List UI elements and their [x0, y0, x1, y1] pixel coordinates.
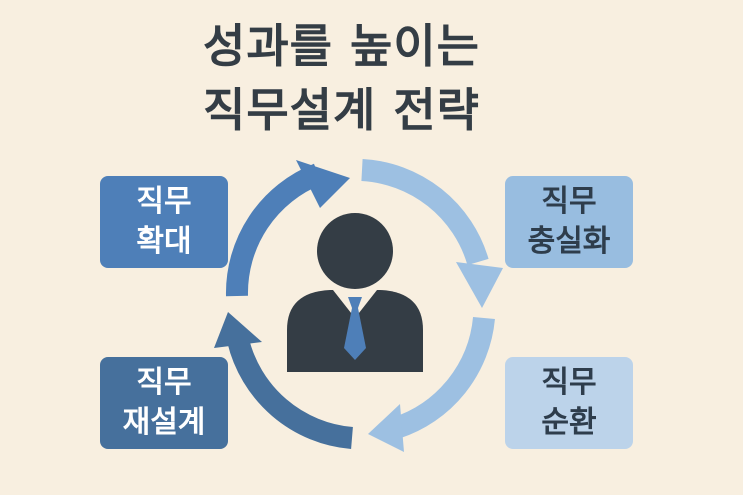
person-with-tie-icon — [287, 213, 423, 372]
arrow-top-right — [361, 159, 503, 308]
box-job-enrichment: 직무 충실화 — [505, 176, 633, 268]
box-job-enrichment-line1: 직무 — [541, 184, 597, 219]
arrow-top-left — [225, 160, 350, 297]
title-line-1: 성과를 높이는 — [203, 19, 480, 73]
box-job-rotation-line2: 순환 — [541, 405, 597, 440]
box-job-enlargement-line2: 확대 — [136, 224, 192, 259]
box-job-enlargement: 직무 확대 — [100, 176, 228, 268]
title-line-2: 직무설계 전략 — [203, 83, 480, 137]
box-job-rotation: 직무 순환 — [505, 357, 633, 449]
box-job-redesign-line2: 재설계 — [122, 405, 206, 440]
box-job-enrichment-line2: 충실화 — [527, 224, 611, 259]
arrow-bottom-left — [214, 312, 354, 449]
box-job-redesign: 직무 재설계 — [100, 357, 228, 449]
box-job-redesign-line1: 직무 — [136, 365, 192, 400]
box-job-enlargement-line1: 직무 — [136, 184, 192, 219]
arrow-bottom-right — [368, 316, 495, 452]
box-job-rotation-line1: 직무 — [541, 365, 597, 400]
